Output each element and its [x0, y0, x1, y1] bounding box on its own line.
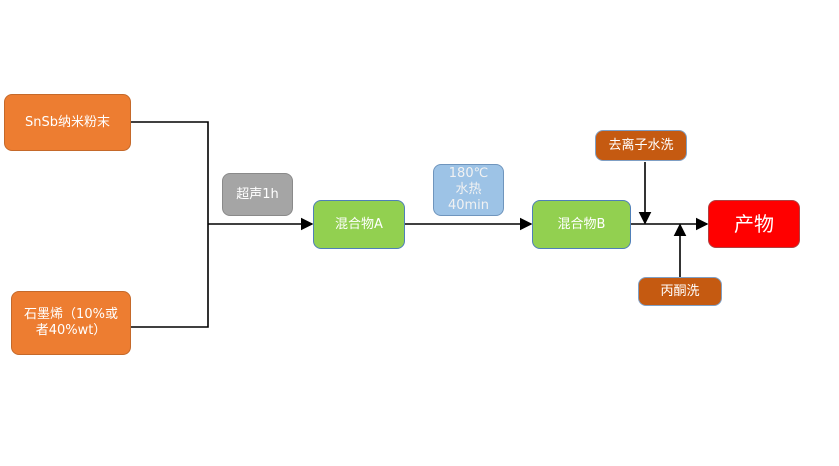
connector-snsb	[130, 121, 209, 224]
hydrothermal-temp: 180℃	[448, 166, 489, 181]
snsb-label: SnSb纳米粉末	[25, 114, 110, 130]
mixture-b-label: 混合物B	[557, 216, 606, 232]
connector-graphene	[130, 224, 209, 328]
acetone-wash-label: 丙酮洗	[660, 283, 700, 299]
graphene-label: 石墨烯（10%或者40%wt）	[24, 307, 118, 338]
ultrasound-node: 超声1h	[222, 173, 293, 216]
snsb-nanopowder-node: SnSb纳米粉末	[4, 94, 131, 151]
water-wash-label: 去离子水洗	[608, 137, 674, 153]
acetone-wash-node: 丙酮洗	[638, 277, 722, 306]
graphene-node: 石墨烯（10%或者40%wt）	[11, 291, 131, 355]
product-label: 产物	[734, 212, 774, 236]
mixture-b-node: 混合物B	[532, 200, 631, 249]
hydrothermal-node: 180℃ 水热 40min	[433, 164, 504, 216]
ultrasound-label: 超声1h	[236, 186, 279, 202]
mixture-a-label: 混合物A	[335, 216, 383, 232]
product-node: 产物	[708, 200, 800, 248]
water-wash-node: 去离子水洗	[595, 130, 687, 161]
hydrothermal-time: 40min	[447, 198, 490, 213]
hydrothermal-label: 水热	[455, 182, 482, 197]
mixture-a-node: 混合物A	[313, 200, 405, 249]
